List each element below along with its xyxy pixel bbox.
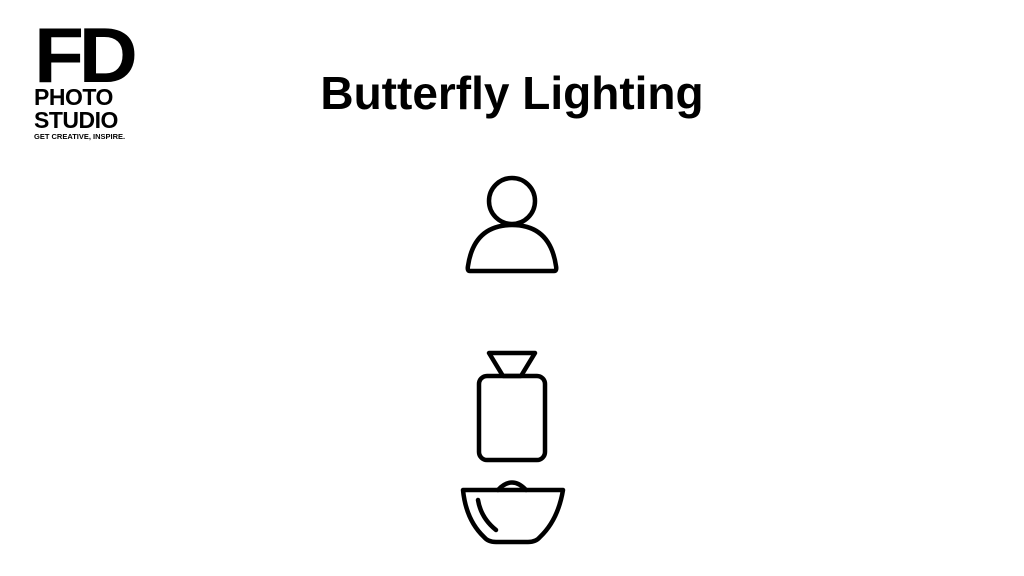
studio-light-icon [476,350,548,463]
logo-tagline: GET CREATIVE, INSPIRE. [34,132,126,141]
logo-photo: PHOTO [34,84,113,110]
logo-studio: STUDIO [34,107,118,133]
reflector-bowl-icon [460,480,566,545]
page-title: Butterfly Lighting [320,67,704,119]
studio-logo: FD PHOTO STUDIO GET CREATIVE, INSPIRE. [34,16,150,142]
person-icon [465,175,559,274]
logo-fd: FD [34,11,138,99]
